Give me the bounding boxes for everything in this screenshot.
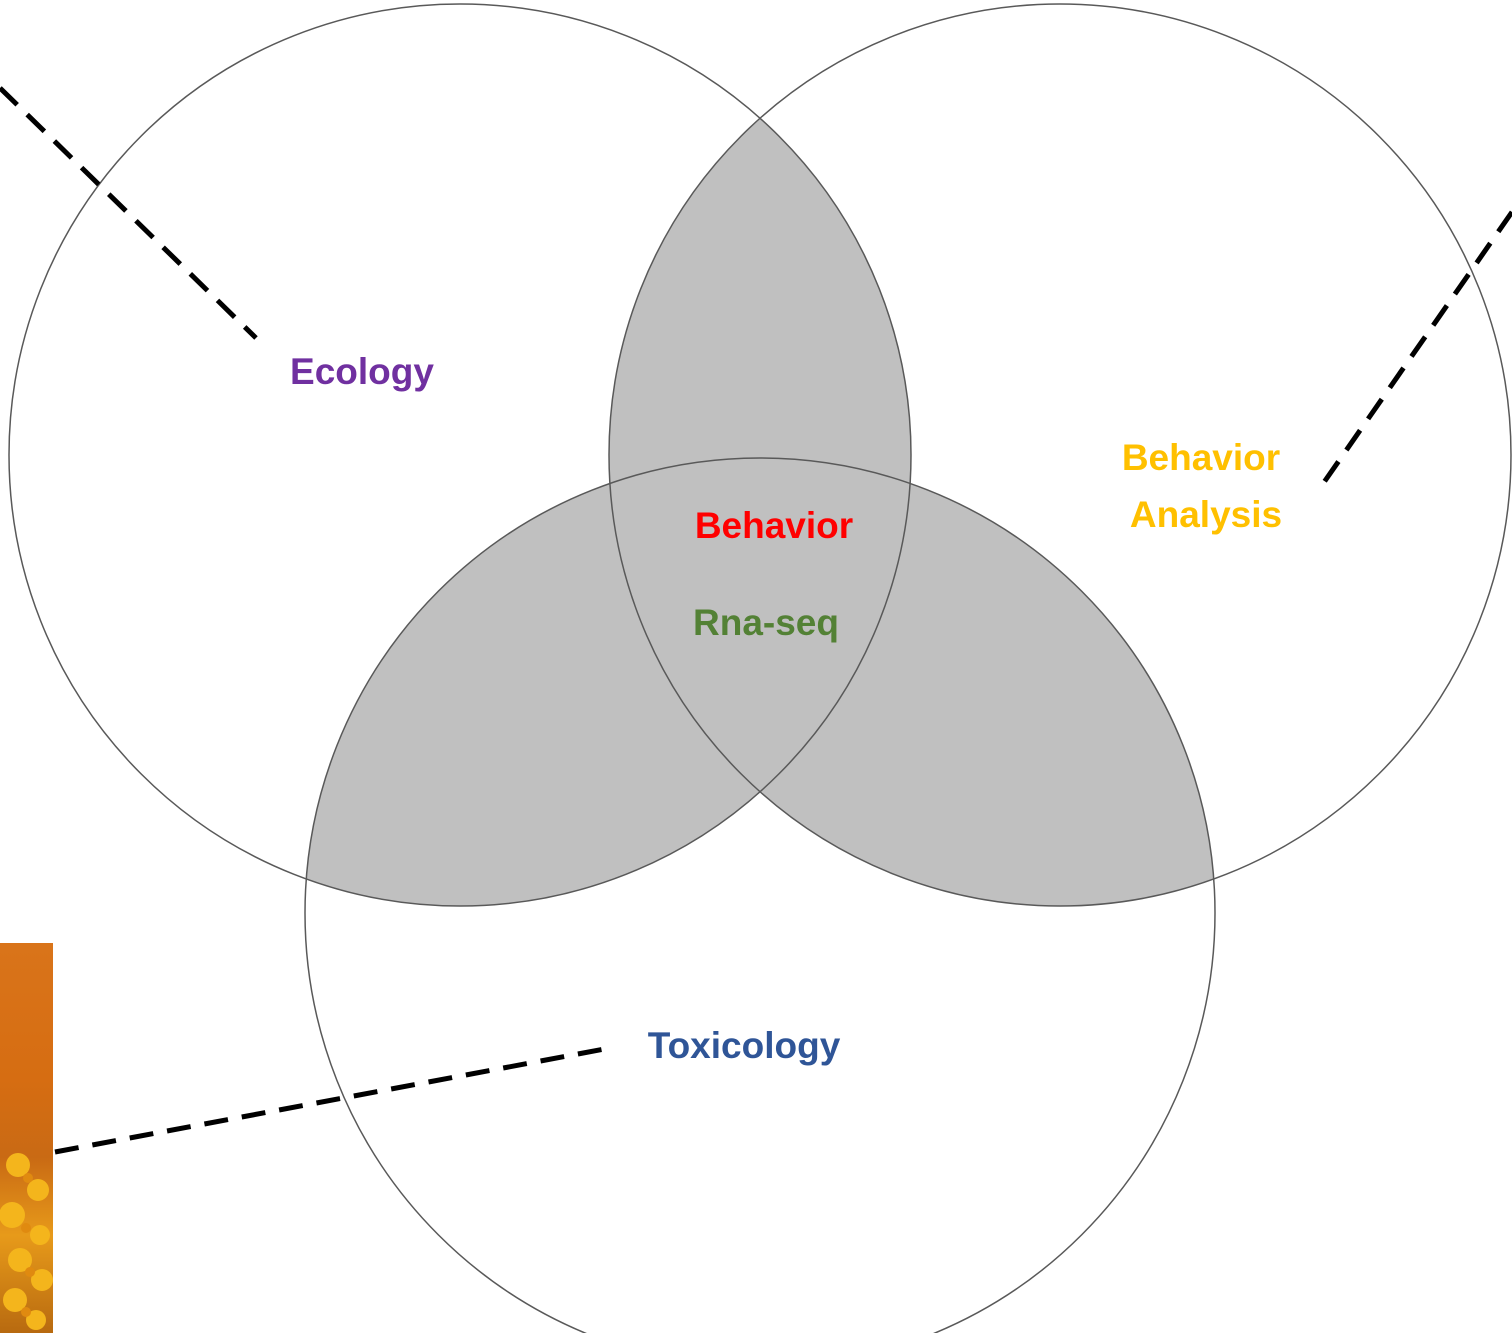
behavior-analysis-label-line-2: Analysis (1130, 494, 1282, 535)
overlap-eco-tox (305, 458, 911, 906)
ecology-label: Ecology (290, 351, 434, 392)
overlap-beh-tox (609, 458, 1215, 906)
toxicology-circle (304, 457, 1216, 1333)
connector-lines (0, 86, 1512, 1155)
behavior-analysis-circle (608, 3, 1512, 907)
rna-seq-label: Rna-seq (693, 602, 839, 643)
behavior-analysis-label-line-1: Behavior (1122, 437, 1280, 478)
labels: Ecology Behavior Analysis Behavior Rna-s… (290, 351, 1282, 1066)
behavior-analysis-connector (1317, 210, 1512, 490)
ecology-circle (8, 3, 912, 907)
flower-photo (0, 943, 53, 1333)
behavior-label: Behavior (695, 505, 853, 546)
ecology-connector (0, 86, 258, 340)
circle-outlines (8, 3, 1512, 1333)
toxicology-label: Toxicology (648, 1025, 841, 1066)
toxicology-connector (54, 1045, 611, 1155)
